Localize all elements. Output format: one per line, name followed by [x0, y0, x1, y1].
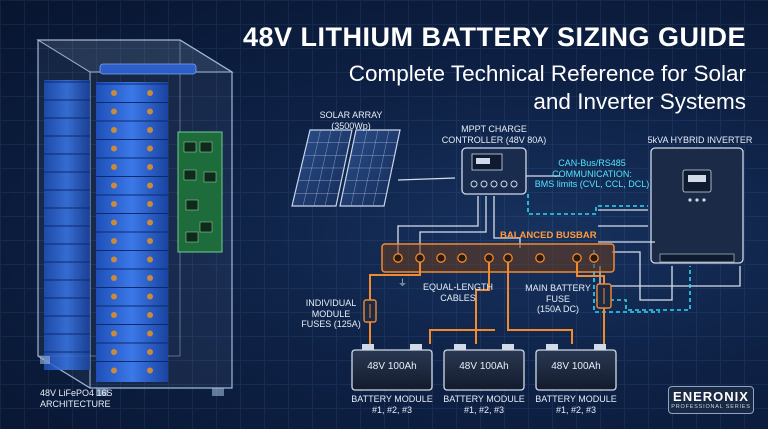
cell-terminal	[147, 201, 153, 207]
page-subtitle: Complete Technical Reference for Solar a…	[348, 61, 746, 114]
cell-terminal	[147, 127, 153, 133]
cell-terminal	[147, 164, 153, 170]
battery-2-capacity: 48V 100Ah	[459, 361, 509, 372]
can-bus-line-2	[593, 250, 660, 313]
cell-terminal	[147, 367, 153, 374]
cell-terminal	[147, 145, 153, 152]
cell-terminal	[111, 367, 117, 374]
cell-terminal	[111, 275, 117, 281]
battery-2-caption: BATTERY MODULE #1, #2, #3	[443, 394, 525, 415]
busbar-terminal	[457, 253, 467, 263]
battery-module-body	[351, 349, 433, 391]
battery-1-capacity: 48V 100Ah	[367, 361, 417, 372]
battery-1-caption: BATTERY MODULE #1, #2, #3	[351, 394, 433, 415]
cell-terminal	[111, 201, 117, 207]
battery-modules	[351, 344, 617, 391]
cell-terminal	[147, 275, 153, 281]
battery-terminal-positive	[410, 344, 422, 350]
cell-terminal	[111, 182, 117, 189]
cell-terminal	[111, 293, 117, 300]
cell-terminal	[147, 219, 153, 226]
cell-terminal	[111, 238, 117, 244]
svg-text:⏚: ⏚	[398, 278, 407, 289]
busbar-terminal	[436, 253, 446, 263]
inverter-label: 5kVA HYBRID INVERTER	[647, 135, 753, 145]
page-title: 48V LITHIUM BATTERY SIZING GUIDE	[242, 22, 746, 52]
battery-terminal-negative	[546, 344, 558, 350]
battery-3-caption: BATTERY MODULE #1, #2, #3	[535, 394, 617, 415]
bms-chip	[199, 141, 213, 153]
busbar-terminal	[415, 253, 425, 263]
bms-chip	[183, 141, 197, 153]
busbar-label: BALANCED BUSBAR	[500, 230, 597, 241]
bms-chip	[183, 169, 197, 181]
cell-terminal	[147, 90, 153, 96]
balanced-busbar: ⏚	[381, 243, 615, 289]
mppt-controller-illustration	[461, 147, 527, 195]
battery-terminal-negative	[362, 344, 374, 350]
solar-array-label: SOLAR ARRAY (3500Wp)	[319, 110, 383, 131]
busbar-terminal	[393, 253, 403, 263]
bms-chip	[203, 171, 217, 183]
solar-array-illustration	[291, 129, 401, 207]
cell-terminal	[147, 108, 153, 115]
cell-terminal	[111, 127, 117, 133]
mppt-terminal	[480, 180, 488, 188]
busbar-terminal	[572, 253, 582, 263]
mppt-terminal	[470, 180, 478, 188]
cell-terminal	[147, 349, 153, 355]
cell-terminal	[147, 256, 153, 263]
bms-chip	[185, 199, 199, 211]
battery-terminal-negative	[454, 344, 466, 350]
battery-module-body	[443, 349, 525, 391]
cell-terminal	[147, 182, 153, 189]
cables-label: EQUAL-LENGTH CABLES	[422, 282, 493, 303]
cell-terminal	[147, 312, 153, 318]
battery-rack-illustration	[36, 39, 234, 396]
architecture-label: 48V LiFePO4 16S ARCHITECTURE	[40, 388, 113, 409]
mppt-terminal	[500, 180, 508, 188]
busbar-terminal	[535, 253, 545, 263]
mppt-label: MPPT CHARGE CONTROLLER (48V 80A)	[441, 124, 547, 145]
can-bus-label: CAN-Bus/RS485 COMMUNICATION: BMS limits …	[534, 158, 650, 189]
cell-terminal	[111, 256, 117, 263]
brand-logo: ENERONIX PROFESSIONAL SERIES	[668, 386, 754, 414]
cell-terminal	[111, 145, 117, 152]
bms-chip	[185, 231, 199, 243]
cell-terminal	[111, 164, 117, 170]
can-bus-line	[527, 194, 691, 311]
cell-terminal	[111, 349, 117, 355]
cell-terminal	[147, 238, 153, 244]
inverter-illustration	[650, 147, 744, 264]
cell-terminal	[111, 330, 117, 337]
busbar-terminal	[484, 253, 494, 263]
mppt-terminal	[510, 180, 518, 188]
main-fuse-label: MAIN BATTERY FUSE (150A DC)	[525, 283, 591, 314]
busbar-terminal	[589, 253, 599, 263]
module-fuses-label: INDIVIDUAL MODULE FUSES (125A)	[301, 298, 361, 329]
cell-terminal	[111, 312, 117, 318]
busbar-terminal	[503, 253, 513, 263]
cell-terminal	[111, 108, 117, 115]
battery-module-body	[535, 349, 617, 391]
cell-terminal	[111, 90, 117, 96]
battery-terminal-positive	[502, 344, 514, 350]
bms-chip	[199, 221, 213, 233]
battery-terminal-positive	[594, 344, 606, 350]
mppt-terminal	[490, 180, 498, 188]
cell-terminal	[147, 330, 153, 337]
cell-terminal	[111, 219, 117, 226]
battery-3-capacity: 48V 100Ah	[551, 361, 601, 372]
cell-terminal	[147, 293, 153, 300]
